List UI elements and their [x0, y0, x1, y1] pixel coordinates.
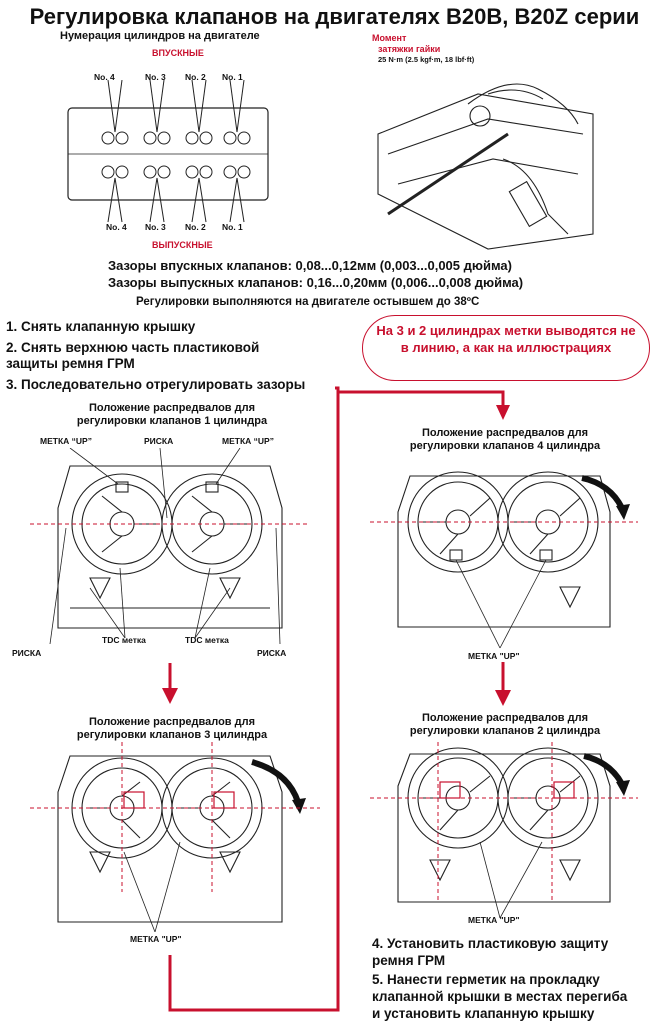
pos2-up-label: МЕТКА "UP" — [468, 915, 520, 925]
cyl-label-bottom-4: No. 4 — [106, 222, 127, 232]
warning-callout: На 3 и 2 цилиндрах метки выводятся не в … — [362, 315, 650, 381]
page-title: Регулировка клапанов на двигателях B20B,… — [29, 4, 640, 29]
wrench-adjustment-drawing — [377, 83, 594, 250]
pos3-rotation-arrow — [251, 759, 301, 804]
pos4-up-label: МЕТКА "UP" — [468, 651, 520, 661]
arrow-to-pos3-icon — [162, 688, 178, 704]
cylinder-head-drawing — [67, 80, 269, 223]
cyl-label-bottom-3: No. 3 — [145, 222, 166, 232]
pos4-caption-1: Положение распредвалов для — [421, 427, 589, 439]
pos4-caption-2: регулировки клапанов 4 цилиндра — [409, 440, 601, 452]
arrow-to-pos4-icon — [496, 405, 510, 420]
flow-line-main — [168, 386, 340, 1012]
pos2-camshaft-drawing — [370, 742, 638, 919]
cyl-label-top-4: No. 4 — [94, 72, 115, 82]
step-5: 5. Нанести герметик на прокладку — [372, 972, 600, 987]
cyl-label-bottom-1: No. 1 — [222, 222, 243, 232]
step-1: 1. Снять клапанную крышку — [6, 319, 196, 334]
pos1-caption-1: Положение распредвалов для — [88, 402, 256, 414]
step-5-cont-1: клапанной крышки в местах перегиба — [372, 989, 628, 1004]
arrow-to-pos2-icon — [495, 690, 511, 706]
exhaust-clearance: Зазоры выпускных клапанов: 0,16...0,20мм… — [108, 275, 524, 290]
pos2-rotation-arrow — [583, 753, 625, 786]
pos2-caption-2: регулировки клапанов 2 цилиндра — [409, 725, 601, 737]
pos1-tdc-left: TDC метка — [102, 635, 146, 645]
step-5-cont-2: и установить клапанную крышку — [372, 1006, 595, 1021]
intake-label: ВПУСКНЫЕ — [152, 48, 204, 58]
pos3-caption-2: регулировки клапанов 3 цилиндра — [76, 729, 268, 741]
pos3-camshaft-drawing — [30, 742, 320, 932]
step-4: 4. Установить пластиковую защиту — [372, 936, 609, 951]
pos1-caption-2: регулировки клапанов 1 цилиндра — [76, 415, 268, 427]
torque-label-1: Момент — [372, 33, 407, 43]
pos1-camshaft-drawing — [30, 448, 310, 645]
cyl-label-bottom-2: No. 2 — [185, 222, 206, 232]
intake-clearance: Зазоры впускных клапанов: 0,08...0,12мм … — [108, 258, 512, 273]
torque-label-2: затяжки гайки — [378, 44, 441, 54]
torque-spec: 25 N·m (2.5 kgf·m, 18 lbf·ft) — [378, 55, 475, 64]
pos2-caption-1: Положение распредвалов для — [421, 712, 589, 724]
pos1-tdc-right: TDC метка — [185, 635, 229, 645]
cool-engine-note: Регулировки выполняются на двигателе ост… — [136, 296, 480, 308]
pos1-riska-top: РИСКА — [144, 436, 174, 446]
pos1-riska-right: РИСКА — [257, 648, 287, 658]
pos4-rotation-arrow — [581, 475, 625, 510]
pos1-riska-left: РИСКА — [12, 648, 42, 658]
exhaust-label: ВЫПУСКНЫЕ — [152, 240, 213, 250]
pos4-camshaft-drawing — [370, 471, 638, 649]
step-3: 3. Последовательно отрегулировать зазоры — [6, 377, 306, 392]
pos3-up-label: МЕТКА "UP" — [130, 934, 182, 944]
pos1-up-right: МЕТКА “UP” — [222, 436, 274, 446]
step-4-cont: ремня ГРМ — [372, 953, 446, 968]
step-2: 2. Снять верхнюю часть пластиковой — [6, 340, 260, 355]
pos1-up-left: МЕТКА “UP” — [40, 436, 92, 446]
step-2-cont: защиты ремня ГРМ — [6, 356, 135, 371]
cyl-label-top-2: No. 2 — [185, 72, 206, 82]
pos3-caption-1: Положение распредвалов для — [88, 716, 256, 728]
cyl-label-top-1: No. 1 — [222, 72, 243, 82]
cyl-numbering-heading: Нумерация цилиндров на двигателе — [60, 30, 260, 42]
cyl-label-top-3: No. 3 — [145, 72, 166, 82]
flow-line-top — [338, 390, 505, 408]
